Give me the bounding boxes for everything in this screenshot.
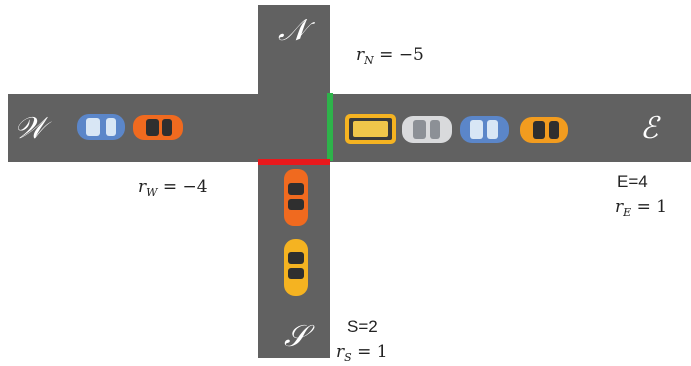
east-car-orange-yellow: [520, 117, 568, 143]
west-reward: rW = −4: [138, 177, 208, 199]
east-car-yellow-bus: [345, 114, 396, 144]
south-count: S=2: [347, 317, 378, 336]
east-count: E=4: [617, 172, 648, 191]
south-car-yellow: [284, 239, 308, 296]
west-car-blue: [77, 114, 125, 140]
north-road: [258, 5, 330, 95]
north-reward: rN = −5: [356, 45, 424, 67]
east-reward: rE = 1: [615, 197, 667, 219]
south-car-orange: [284, 169, 308, 226]
west-car-orange: [133, 115, 183, 140]
east-road-label: ℰ: [640, 111, 661, 146]
east-car-blue: [460, 116, 509, 143]
south-reward: rS = 1: [336, 342, 388, 364]
east-car-silver: [402, 116, 452, 143]
